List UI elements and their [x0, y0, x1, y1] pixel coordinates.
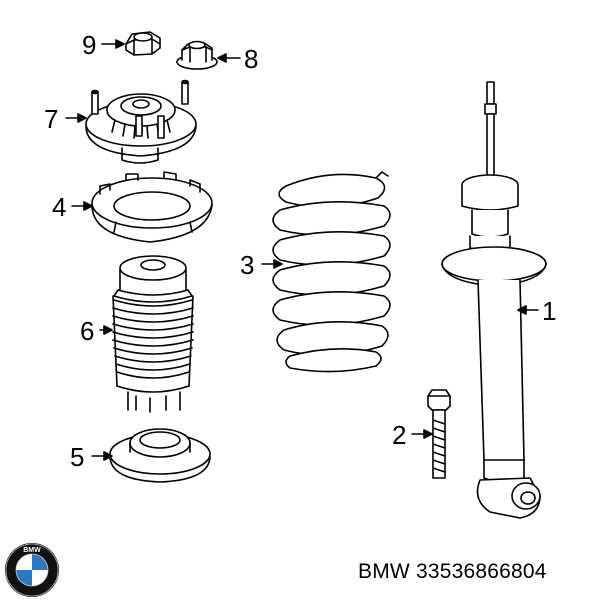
bmw-logo: BMW — [5, 543, 59, 597]
part-number-caption: BMW 33536866804 — [358, 560, 547, 583]
callout-label-4: 4 — [52, 192, 66, 222]
part-8-flange-nut — [177, 42, 217, 70]
callout-leaders — [65, 39, 539, 461]
part-1-shock-absorber — [442, 82, 546, 518]
callout-label-8: 8 — [244, 44, 258, 74]
part-9-hex-nut — [126, 32, 160, 55]
callout-label-1: 1 — [542, 296, 556, 326]
part-2-bolt — [428, 390, 450, 478]
part-5-lower-spring-pad — [110, 429, 210, 482]
logo-lettering: BMW — [23, 547, 41, 554]
part-6-dust-boot — [113, 256, 193, 412]
part-4-upper-spring-pad — [92, 172, 212, 242]
part-3-coil-spring — [273, 172, 390, 372]
callout-label-2: 2 — [392, 420, 406, 450]
callout-label-6: 6 — [80, 316, 94, 346]
callout-label-3: 3 — [240, 250, 254, 280]
callout-label-5: 5 — [70, 442, 84, 472]
part-7-strut-mount — [86, 81, 196, 164]
callout-label-9: 9 — [82, 30, 96, 60]
callout-label-7: 7 — [44, 104, 58, 134]
